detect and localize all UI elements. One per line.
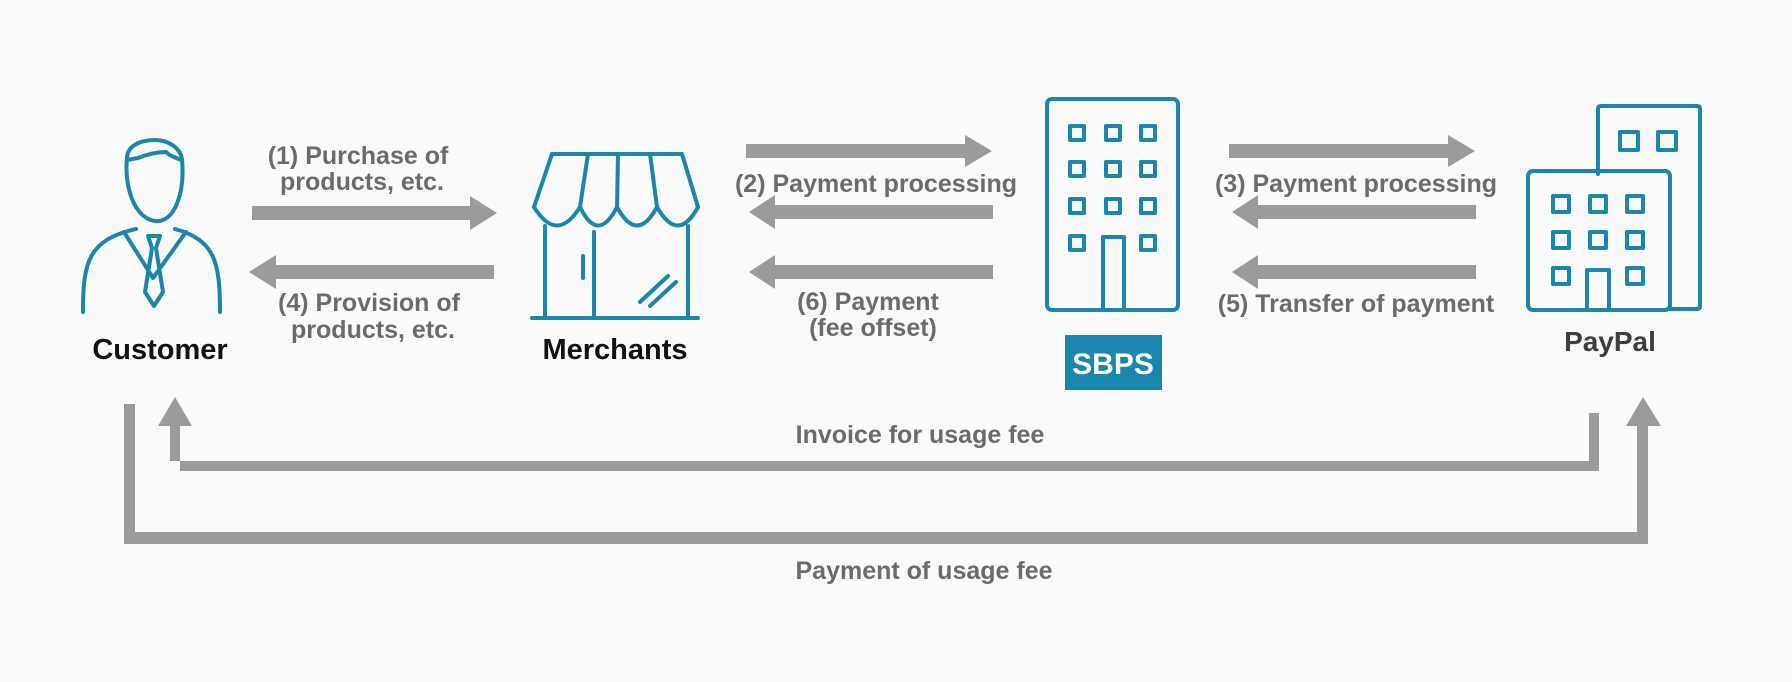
step5-label: (5) Transfer of payment: [1218, 290, 1495, 318]
payment-usage-fee-label: Payment of usage fee: [795, 557, 1052, 585]
arrow-invoice-usage-fee: [158, 397, 1599, 471]
arrow-provision: [249, 255, 494, 289]
step1-label-line1: (1) Purchase of: [268, 142, 449, 170]
step3-label: (3) Payment processing: [1215, 170, 1497, 198]
arrow-payment-processing-2-back: [749, 195, 993, 229]
step1-label-line2: products, etc.: [280, 168, 444, 196]
merchants-label: Merchants: [542, 334, 687, 366]
arrow-transfer-of-payment: [1232, 255, 1476, 289]
customer-label: Customer: [92, 334, 227, 366]
paypal-label: PayPal: [1564, 326, 1656, 357]
step6-label-line2: (fee offset): [809, 314, 937, 342]
sbps-badge: [1065, 335, 1162, 390]
step4-label-line1: (4) Provision of: [278, 289, 461, 317]
step4-label-line2: products, etc.: [291, 316, 455, 344]
office-buildings-icon: [1526, 104, 1702, 312]
invoice-label: Invoice for usage fee: [796, 421, 1045, 449]
arrow-payment-processing-3-back: [1232, 195, 1476, 229]
storefront-icon: [530, 152, 700, 320]
step2-label: (2) Payment processing: [735, 170, 1017, 198]
sbps-label: SBPS: [1072, 348, 1154, 381]
arrow-payment-processing-3-out: [1229, 135, 1475, 167]
arrow-purchase: [252, 196, 497, 230]
arrow-payment-fee-offset: [749, 255, 993, 289]
step6-label-line1: (6) Payment: [797, 288, 939, 316]
arrow-payment-processing-2-out: [746, 135, 992, 167]
person-icon: [81, 138, 222, 314]
office-building-icon: [1045, 97, 1180, 312]
